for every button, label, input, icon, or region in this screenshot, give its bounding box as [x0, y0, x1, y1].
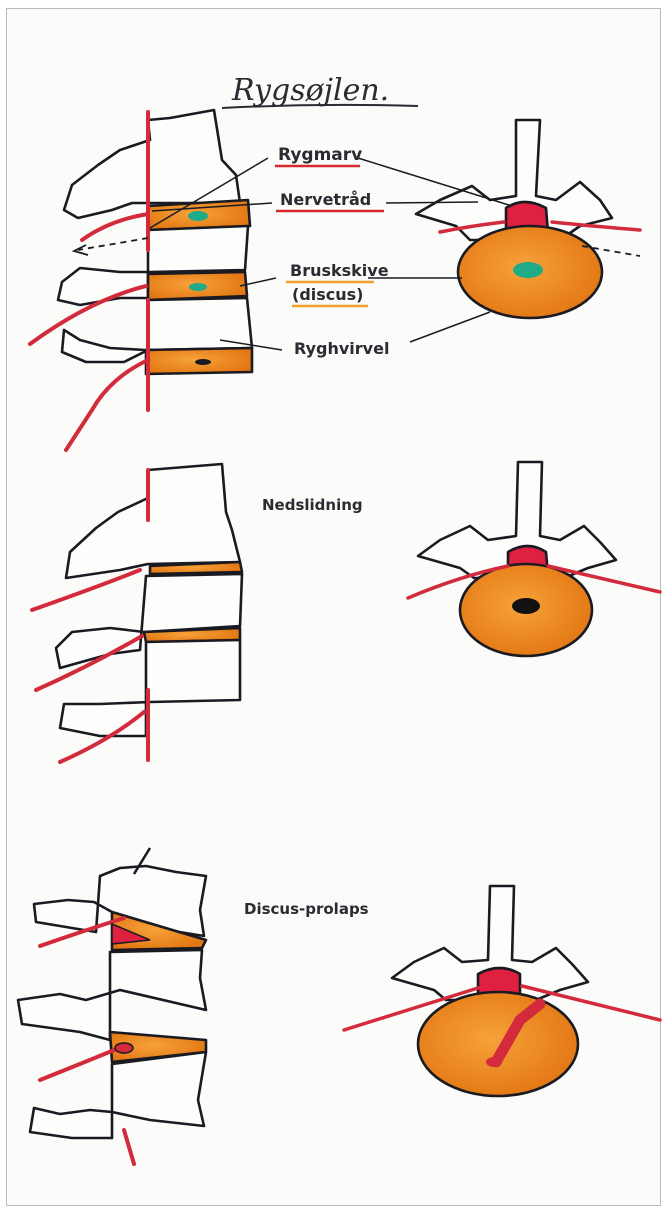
page-title: Rygsøjlen. [231, 73, 389, 108]
vertebra-top-view-degeneration [418, 462, 616, 656]
label-discus: (discus) [292, 285, 363, 304]
disc-nucleus [188, 211, 208, 221]
spine-side-view-healthy [58, 110, 252, 374]
label-ryghvirvel: Ryghvirvel [294, 339, 389, 358]
spine-side-view-prolapse [18, 866, 206, 1138]
section-title-prolaps: Discus-prolaps [244, 900, 369, 918]
label-rygmarv: Rygmarv [278, 145, 362, 165]
label-bruskskive: Bruskskive [290, 261, 389, 280]
label-nervetrad: Nervetråd [280, 190, 371, 209]
vertebra-top-view-healthy [416, 120, 612, 318]
disc-nucleus [513, 262, 543, 278]
dashed-arrow-left [78, 238, 148, 250]
section-title-nedslidning: Nedslidning [262, 496, 363, 514]
disc-nucleus [189, 283, 207, 291]
vertebra-top-view-prolapse [392, 886, 588, 1096]
